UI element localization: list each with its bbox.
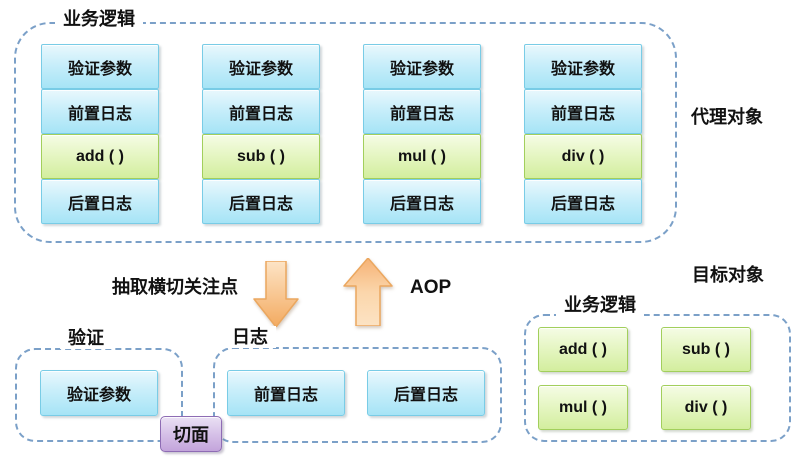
aspect-badge: 切面	[160, 416, 222, 452]
proxy-cell-validate-params: 验证参数	[524, 44, 642, 89]
proxy-cell-pre-log: 前置日志	[524, 89, 642, 134]
proxy-cell-post-log: 后置日志	[41, 179, 159, 224]
aop-label: AOP	[410, 277, 452, 298]
up-arrow-icon	[343, 258, 393, 326]
target-methods-grid: add ( ) sub ( ) mul ( ) div ( )	[538, 327, 752, 430]
validation-params-box: 验证参数	[40, 370, 158, 416]
target-add-method: add ( )	[538, 327, 628, 372]
logging-group-container	[213, 347, 502, 443]
proxy-column-div: 验证参数 前置日志 div ( ) 后置日志	[524, 44, 642, 224]
extract-crosscutting-label: 抽取横切关注点	[112, 277, 238, 297]
proxy-cell-pre-log: 前置日志	[202, 89, 320, 134]
proxy-group-container	[14, 22, 677, 243]
proxy-column-sub: 验证参数 前置日志 sub ( ) 后置日志	[202, 44, 320, 224]
proxy-cell-pre-log: 前置日志	[41, 89, 159, 134]
proxy-group-title: 业务逻辑	[55, 8, 143, 30]
proxy-cell-pre-log: 前置日志	[363, 89, 481, 134]
logging-group-title: 日志	[224, 326, 276, 348]
proxy-cell-mul-method: mul ( )	[363, 134, 481, 179]
proxy-cell-sub-method: sub ( )	[202, 134, 320, 179]
proxy-cell-post-log: 后置日志	[524, 179, 642, 224]
proxy-column-add: 验证参数 前置日志 add ( ) 后置日志	[41, 44, 159, 224]
proxy-cell-add-method: add ( )	[41, 134, 159, 179]
pre-log-box: 前置日志	[227, 370, 345, 416]
target-mul-method: mul ( )	[538, 385, 628, 430]
target-group-container	[524, 314, 791, 442]
proxy-object-label: 代理对象	[691, 107, 763, 127]
target-object-label: 目标对象	[692, 265, 764, 285]
proxy-cell-post-log: 后置日志	[363, 179, 481, 224]
proxy-cell-validate-params: 验证参数	[202, 44, 320, 89]
down-arrow-icon	[253, 261, 299, 327]
target-div-method: div ( )	[661, 385, 751, 430]
proxy-cell-validate-params: 验证参数	[363, 44, 481, 89]
validation-group-container	[15, 348, 183, 442]
post-log-box: 后置日志	[367, 370, 485, 416]
target-sub-method: sub ( )	[661, 327, 751, 372]
validation-group-title: 验证	[60, 327, 112, 349]
proxy-cell-validate-params: 验证参数	[41, 44, 159, 89]
target-group-title: 业务逻辑	[556, 294, 644, 316]
proxy-column-mul: 验证参数 前置日志 mul ( ) 后置日志	[363, 44, 481, 224]
proxy-cell-div-method: div ( )	[524, 134, 642, 179]
proxy-cell-post-log: 后置日志	[202, 179, 320, 224]
